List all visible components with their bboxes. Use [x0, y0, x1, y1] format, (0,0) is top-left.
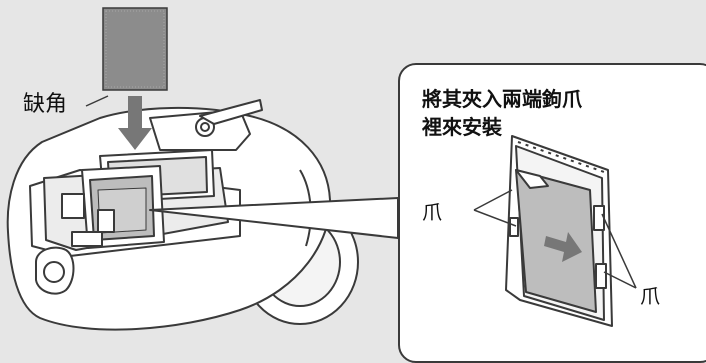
vacuum-cleaner	[6, 99, 359, 331]
notch-leader-line	[85, 95, 109, 107]
claw-label-left: 爪	[422, 200, 442, 224]
callout-panel: 將其夾入兩端鉤爪 裡來安裝	[398, 63, 706, 363]
filter-sheet	[102, 7, 168, 91]
callout-line-2: 裡來安裝	[422, 115, 502, 139]
notch-label: 缺角	[23, 92, 68, 117]
down-arrow-icon	[118, 96, 152, 150]
illustration	[6, 7, 399, 331]
callout-line-1: 將其夾入兩端鉤爪	[422, 87, 582, 111]
callout-title: 將其夾入兩端鉤爪 裡來安裝	[422, 85, 582, 141]
claw-label-right: 爪	[640, 284, 660, 308]
